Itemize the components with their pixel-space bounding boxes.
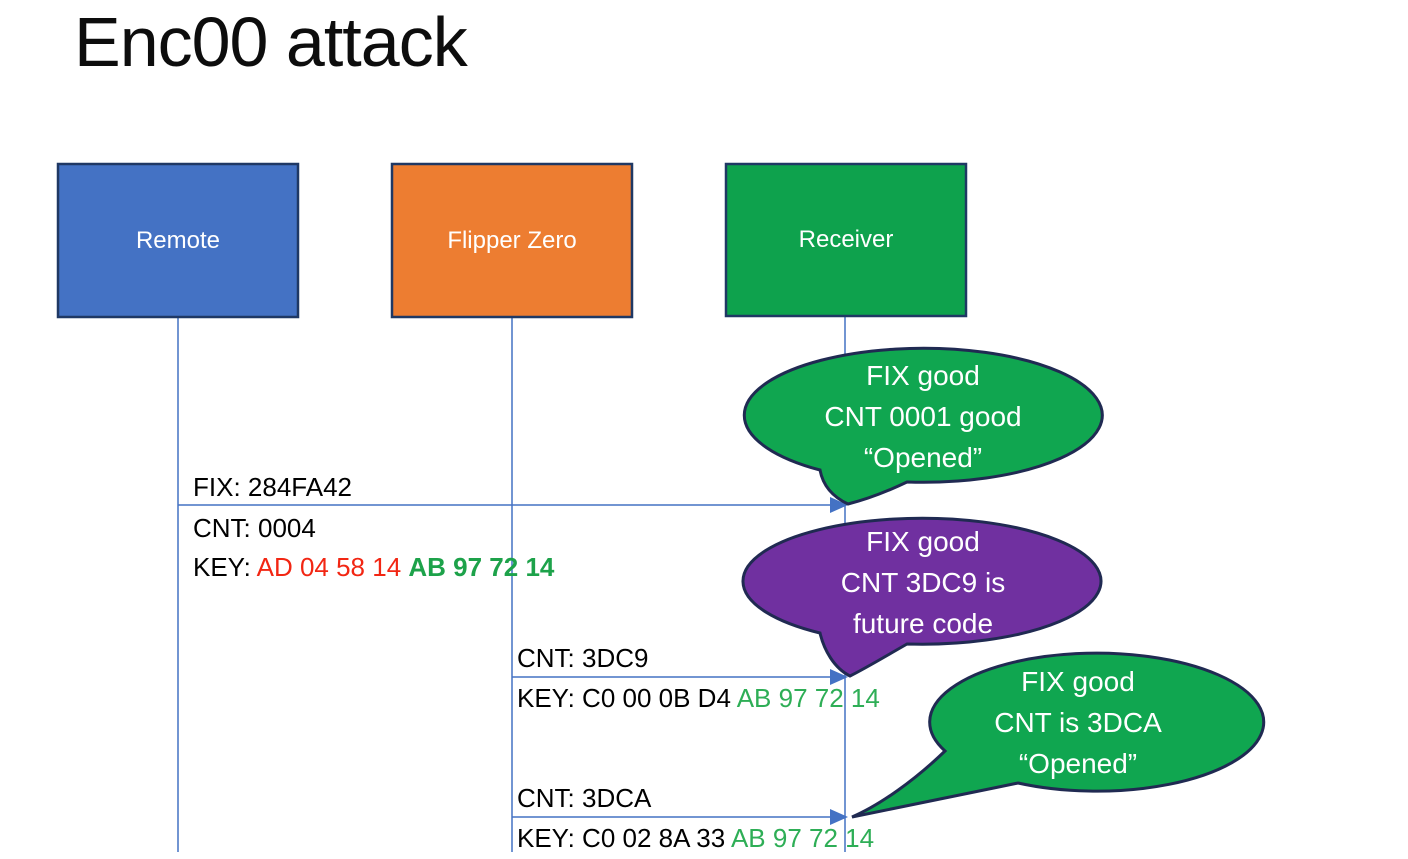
key-changing-part: AD 04 58 14 <box>256 552 409 582</box>
callout-line: CNT is 3DCA <box>994 706 1162 738</box>
callout-text-future-code: FIX good CNT 3DC9 is future code <box>763 521 1083 643</box>
message-2-key-label: KEY: C0 00 0B D4 AB 97 72 14 <box>517 683 880 713</box>
message-1-cnt-text: CNT: 0004 <box>193 513 316 543</box>
key-prefix: KEY: C0 02 8A 33 <box>517 823 731 853</box>
arrowhead-icon <box>830 809 848 825</box>
callout-bubble-opened-1 <box>742 346 1104 506</box>
callout-line: “Opened” <box>863 441 983 473</box>
callout-bubble-opened-2 <box>851 651 1266 819</box>
callout-line: FIX good <box>866 525 980 557</box>
actor-box-receiver <box>724 162 968 318</box>
actor-label-receiver: Receiver <box>798 226 894 253</box>
actor-label-flipper-zero: Flipper Zero <box>447 226 577 254</box>
actor-box-remote <box>56 162 300 319</box>
message-1-key-label: KEY: AD 04 58 14 AB 97 72 14 <box>193 552 554 582</box>
key-prefix: KEY: <box>193 552 257 582</box>
message-3-key-label: KEY: C0 02 8A 33 AB 97 72 14 <box>517 823 874 853</box>
arrowhead-icon <box>830 497 848 513</box>
message-arrow-flipper-to-receiver-1 <box>512 669 848 685</box>
actor-label-remote: Remote <box>135 226 221 254</box>
key-prefix: KEY: C0 00 0B D4 <box>517 683 737 713</box>
callout-line: FIX good <box>866 359 980 391</box>
key-fixed-part: AB 97 72 14 <box>736 683 880 713</box>
callout-line: CNT 0001 good <box>824 400 1022 432</box>
arrowhead-icon <box>830 669 848 685</box>
message-arrow-remote-to-receiver <box>178 497 848 513</box>
callout-bubble-future-code <box>741 516 1103 678</box>
message-1-cnt-label: CNT: 0004 <box>193 513 316 543</box>
callout-line: “Opened” <box>1018 747 1138 779</box>
callout-line: FIX good <box>1021 665 1135 697</box>
callout-line: CNT 3DC9 is <box>840 566 1006 598</box>
callout-text-opened-2: FIX good CNT is 3DCA “Opened” <box>928 656 1228 788</box>
message-arrow-flipper-to-receiver-2 <box>512 809 848 825</box>
message-1-fix-label: FIX: 284FA42 <box>193 472 352 502</box>
key-fixed-part: AB 97 72 14 <box>730 823 875 853</box>
callout-text-opened-1: FIX good CNT 0001 good “Opened” <box>763 351 1083 481</box>
message-2-cnt-label: CNT: 3DC9 <box>517 643 649 673</box>
slide-title: Enc00 attack <box>74 3 468 81</box>
actor-box-flipper-zero <box>390 162 634 319</box>
message-3-cnt-label: CNT: 3DCA <box>517 783 652 813</box>
key-fixed-part: AB 97 72 14 <box>408 552 555 582</box>
callout-line: future code <box>852 607 994 639</box>
